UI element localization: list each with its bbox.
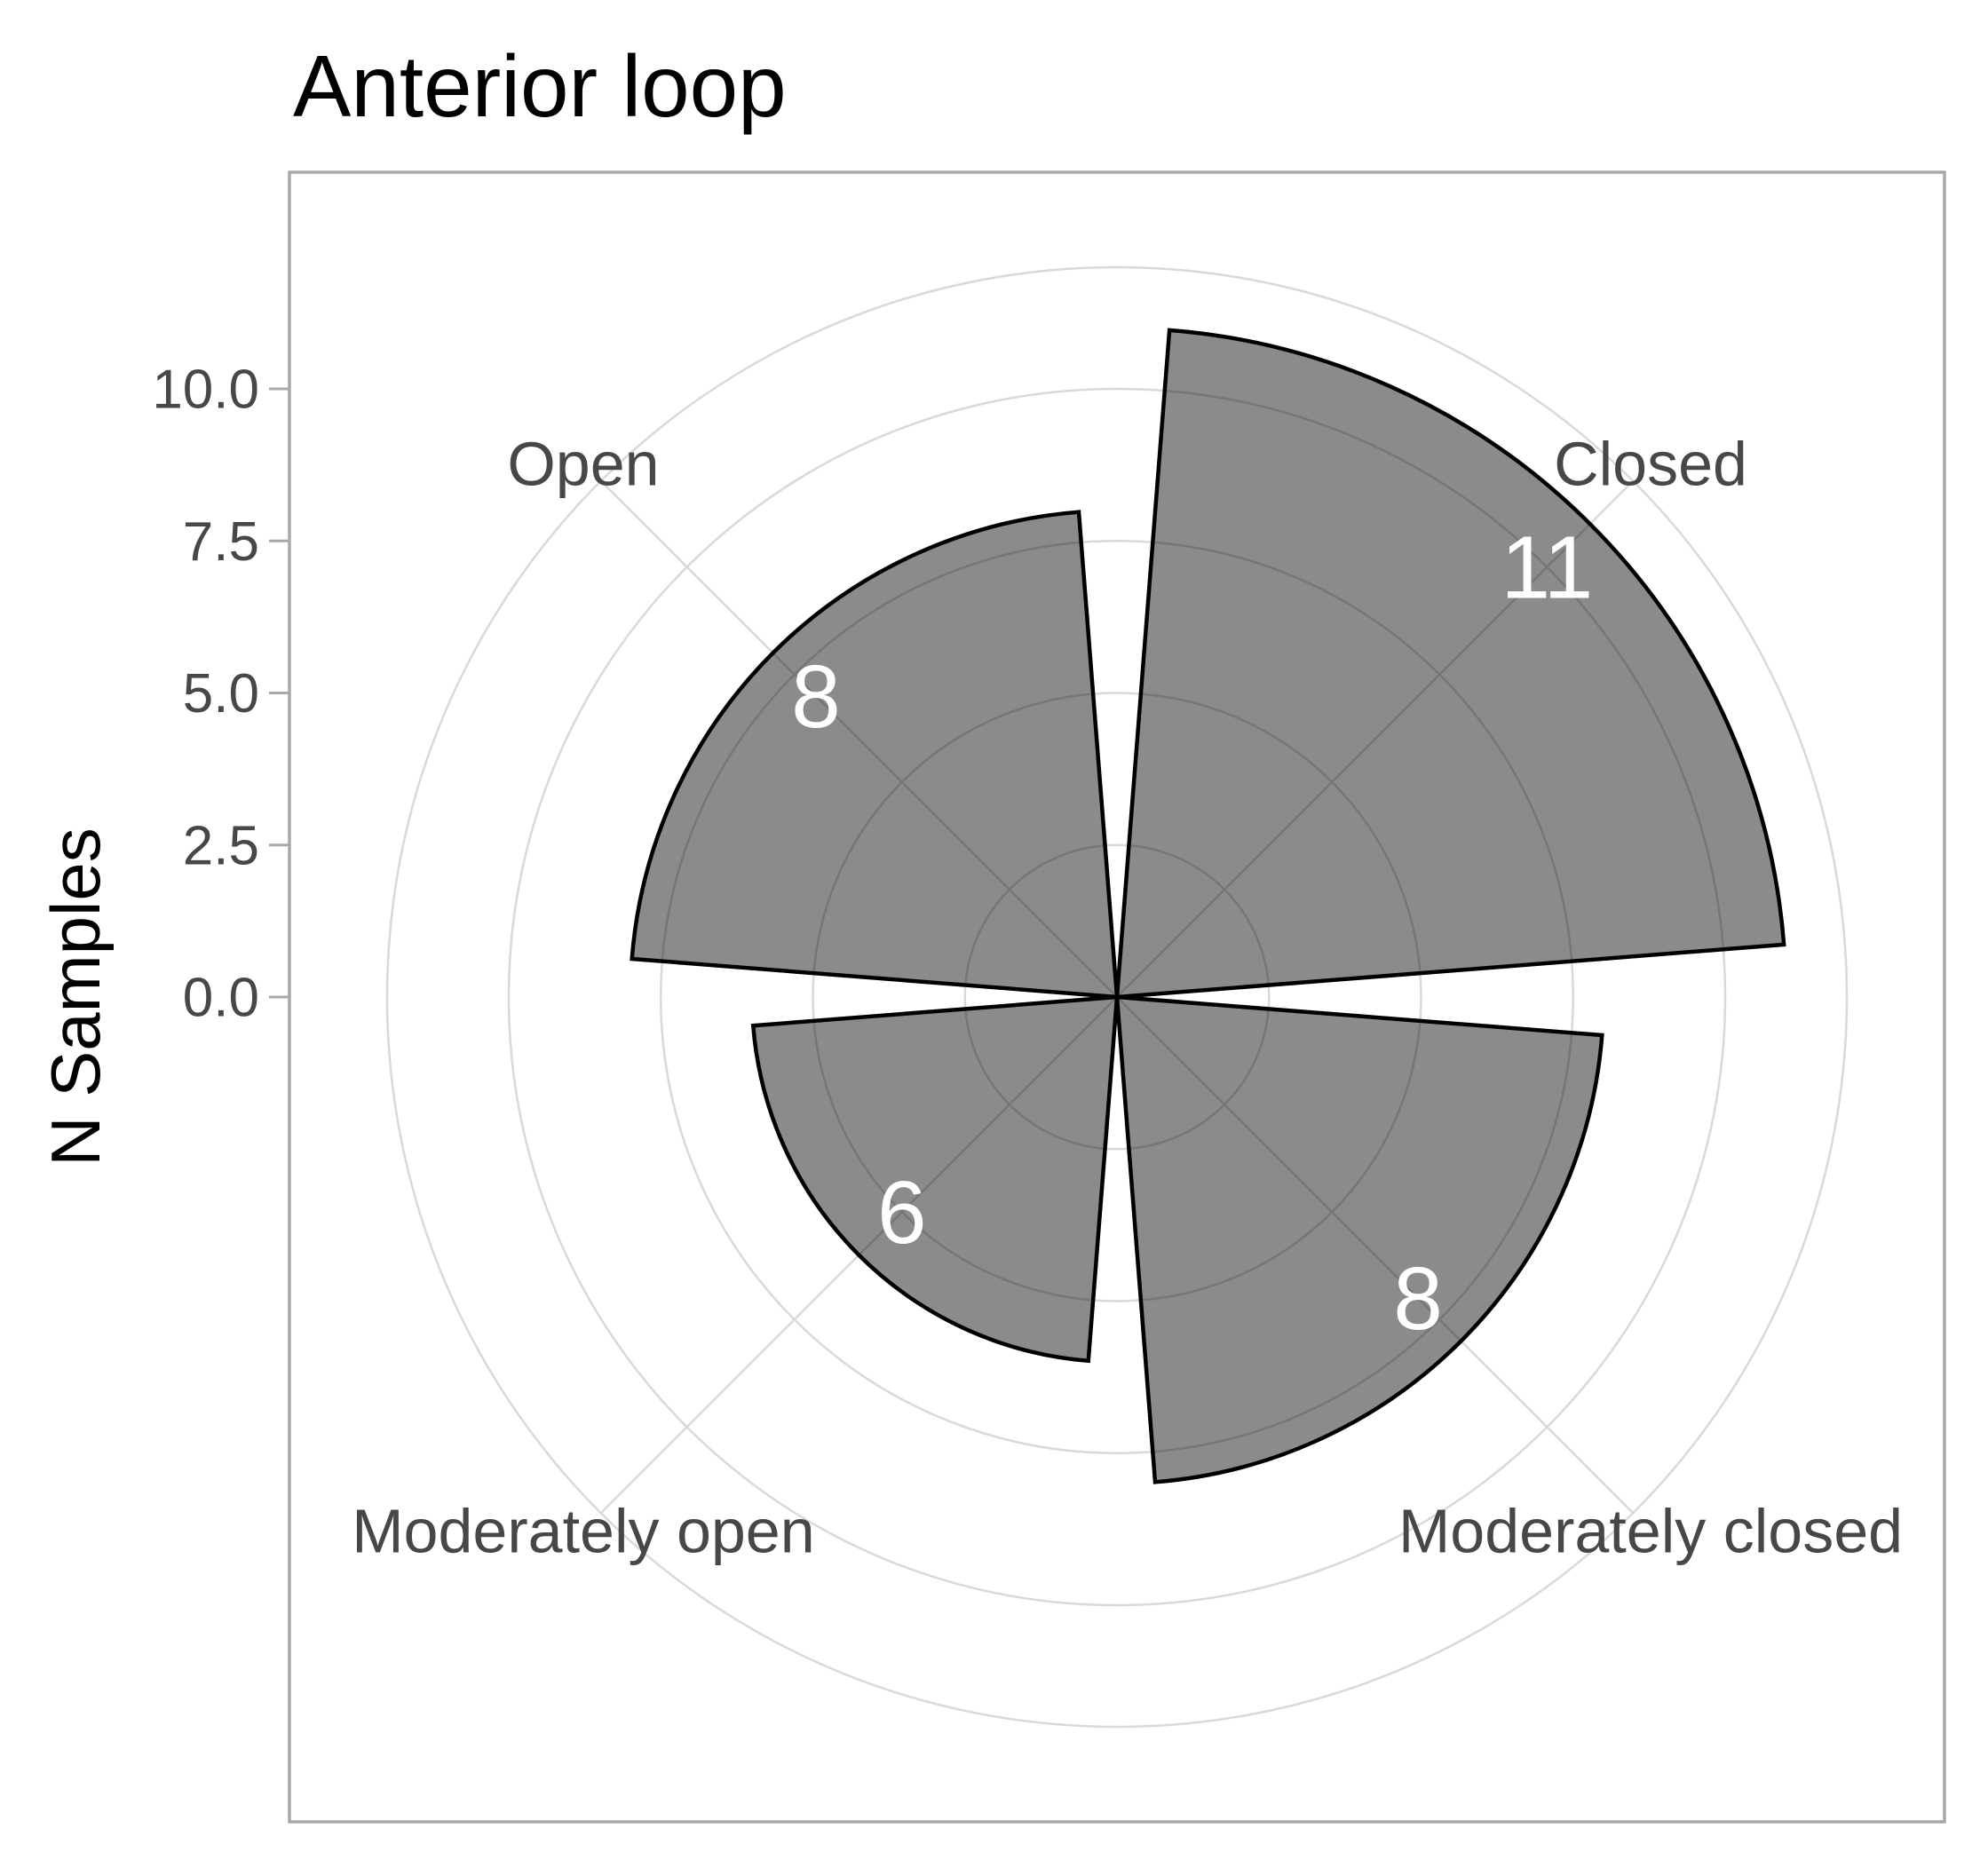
angular-gridline <box>1116 996 1635 1515</box>
angular-gridline <box>1116 479 1635 998</box>
tick-label: 10.0 <box>152 360 259 421</box>
wedge-moderately-open <box>750 994 1120 1364</box>
wedge-open <box>630 510 1120 1000</box>
radial-axis: 0.0 2.5 5.0 7.5 10.0 <box>152 360 289 1029</box>
radial-gridline <box>660 540 1574 1454</box>
grid-layer <box>385 265 1849 1729</box>
wedge-moderately-closed <box>1114 994 1604 1484</box>
value-label: 8 <box>1393 1249 1443 1349</box>
category-label: Moderately closed <box>1398 1497 1903 1566</box>
angular-gridline <box>599 479 1118 998</box>
radial-gridline <box>812 692 1422 1302</box>
value-label: 11 <box>1501 518 1593 618</box>
wedge-layer <box>630 328 1786 1484</box>
category-label: Closed <box>1554 429 1747 498</box>
tick-label: 0.0 <box>183 968 259 1029</box>
value-label: 6 <box>877 1163 927 1262</box>
wedge-closed <box>1114 328 1786 1000</box>
radial-gridline <box>385 265 1849 1729</box>
tick-label: 2.5 <box>183 815 259 876</box>
tick-label: 5.0 <box>183 663 259 724</box>
value-label: 8 <box>791 647 841 747</box>
plot-title: Anterior loop <box>293 37 787 135</box>
radial-gridline <box>507 387 1727 1607</box>
category-label: Open <box>507 429 659 498</box>
tick-label: 7.5 <box>183 511 259 573</box>
radial-gridline <box>963 843 1271 1151</box>
y-axis-title: N Samples <box>36 827 115 1166</box>
category-label: Moderately open <box>352 1497 814 1566</box>
